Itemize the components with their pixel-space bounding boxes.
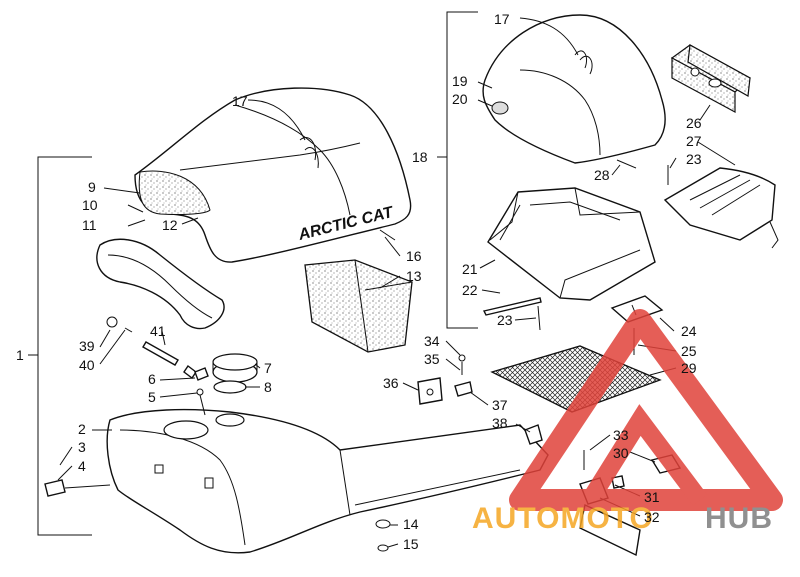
- callout-31: 31: [644, 489, 660, 505]
- callout-40: 40: [79, 357, 95, 373]
- callout-12: 12: [162, 217, 178, 233]
- callout-labels: 17 17 9 10 11 12 16 13 18 19 20 26 27 23…: [16, 11, 702, 552]
- assembly-bracket-18: [437, 11, 478, 329]
- callout-14: 14: [403, 516, 419, 532]
- callout-37: 37: [492, 397, 508, 413]
- callout-32: 32: [644, 509, 660, 525]
- callout-25: 25: [681, 343, 697, 359]
- callout-26: 26: [686, 115, 702, 131]
- callout-30: 30: [613, 445, 629, 461]
- callout-17-seat: 17: [232, 93, 248, 109]
- assembly-bracket-1: [28, 156, 92, 536]
- callout-41: 41: [150, 323, 166, 339]
- callout-34: 34: [424, 333, 440, 349]
- callout-27: 27: [686, 133, 702, 149]
- seat-part: ARCTIC CAT: [134, 87, 412, 263]
- callout-2: 2: [78, 421, 86, 437]
- rod-28: [616, 159, 637, 169]
- storage-box-part: [487, 187, 656, 301]
- callout-33: 33: [613, 427, 629, 443]
- callout-24: 24: [681, 323, 697, 339]
- callout-39: 39: [79, 338, 95, 354]
- callout-23-box: 23: [497, 312, 513, 328]
- foam-block-part: [304, 259, 413, 353]
- callout-38: 38: [492, 415, 508, 431]
- callout-23-tray: 23: [686, 151, 702, 167]
- small-hardware-parts: [44, 316, 209, 497]
- rod-22: [482, 297, 542, 316]
- callout-10: 10: [82, 197, 98, 213]
- watermark-text-gray: HUB: [705, 502, 773, 535]
- callout-18: 18: [412, 149, 428, 165]
- leader-lines: [57, 17, 736, 548]
- bolt-23b: [537, 305, 541, 331]
- callout-28: 28: [594, 167, 610, 183]
- fuel-tank-part: [106, 408, 549, 554]
- callout-29: 29: [681, 360, 697, 376]
- tray-part: [663, 167, 779, 249]
- right-hardware-parts: [417, 354, 543, 445]
- callout-17-cover: 17: [494, 11, 510, 27]
- callout-1: 1: [16, 347, 24, 363]
- callout-5: 5: [148, 389, 156, 405]
- watermark-text-orange: AUTOMOTO: [472, 502, 654, 535]
- callout-3: 3: [78, 439, 86, 455]
- rod-16: [379, 229, 396, 241]
- callout-21: 21: [462, 261, 478, 277]
- callout-19: 19: [452, 73, 468, 89]
- callout-20: 20: [452, 91, 468, 107]
- callout-4: 4: [78, 458, 86, 474]
- callout-16: 16: [406, 248, 422, 264]
- plate-part: [670, 44, 752, 114]
- storage-cover-part: [482, 14, 666, 164]
- washers-14-15: [375, 519, 391, 552]
- callout-36: 36: [383, 375, 399, 391]
- callout-13: 13: [406, 268, 422, 284]
- callout-6: 6: [148, 371, 156, 387]
- callout-22: 22: [462, 282, 478, 298]
- callout-8: 8: [264, 379, 272, 395]
- callout-35: 35: [424, 351, 440, 367]
- callout-11: 11: [82, 217, 97, 233]
- automotohub-watermark: AUTOMOTO HUB: [472, 309, 783, 535]
- callout-7: 7: [264, 360, 272, 376]
- callout-15: 15: [403, 536, 419, 552]
- callout-9: 9: [88, 179, 96, 195]
- seat-trim-part: [96, 238, 225, 330]
